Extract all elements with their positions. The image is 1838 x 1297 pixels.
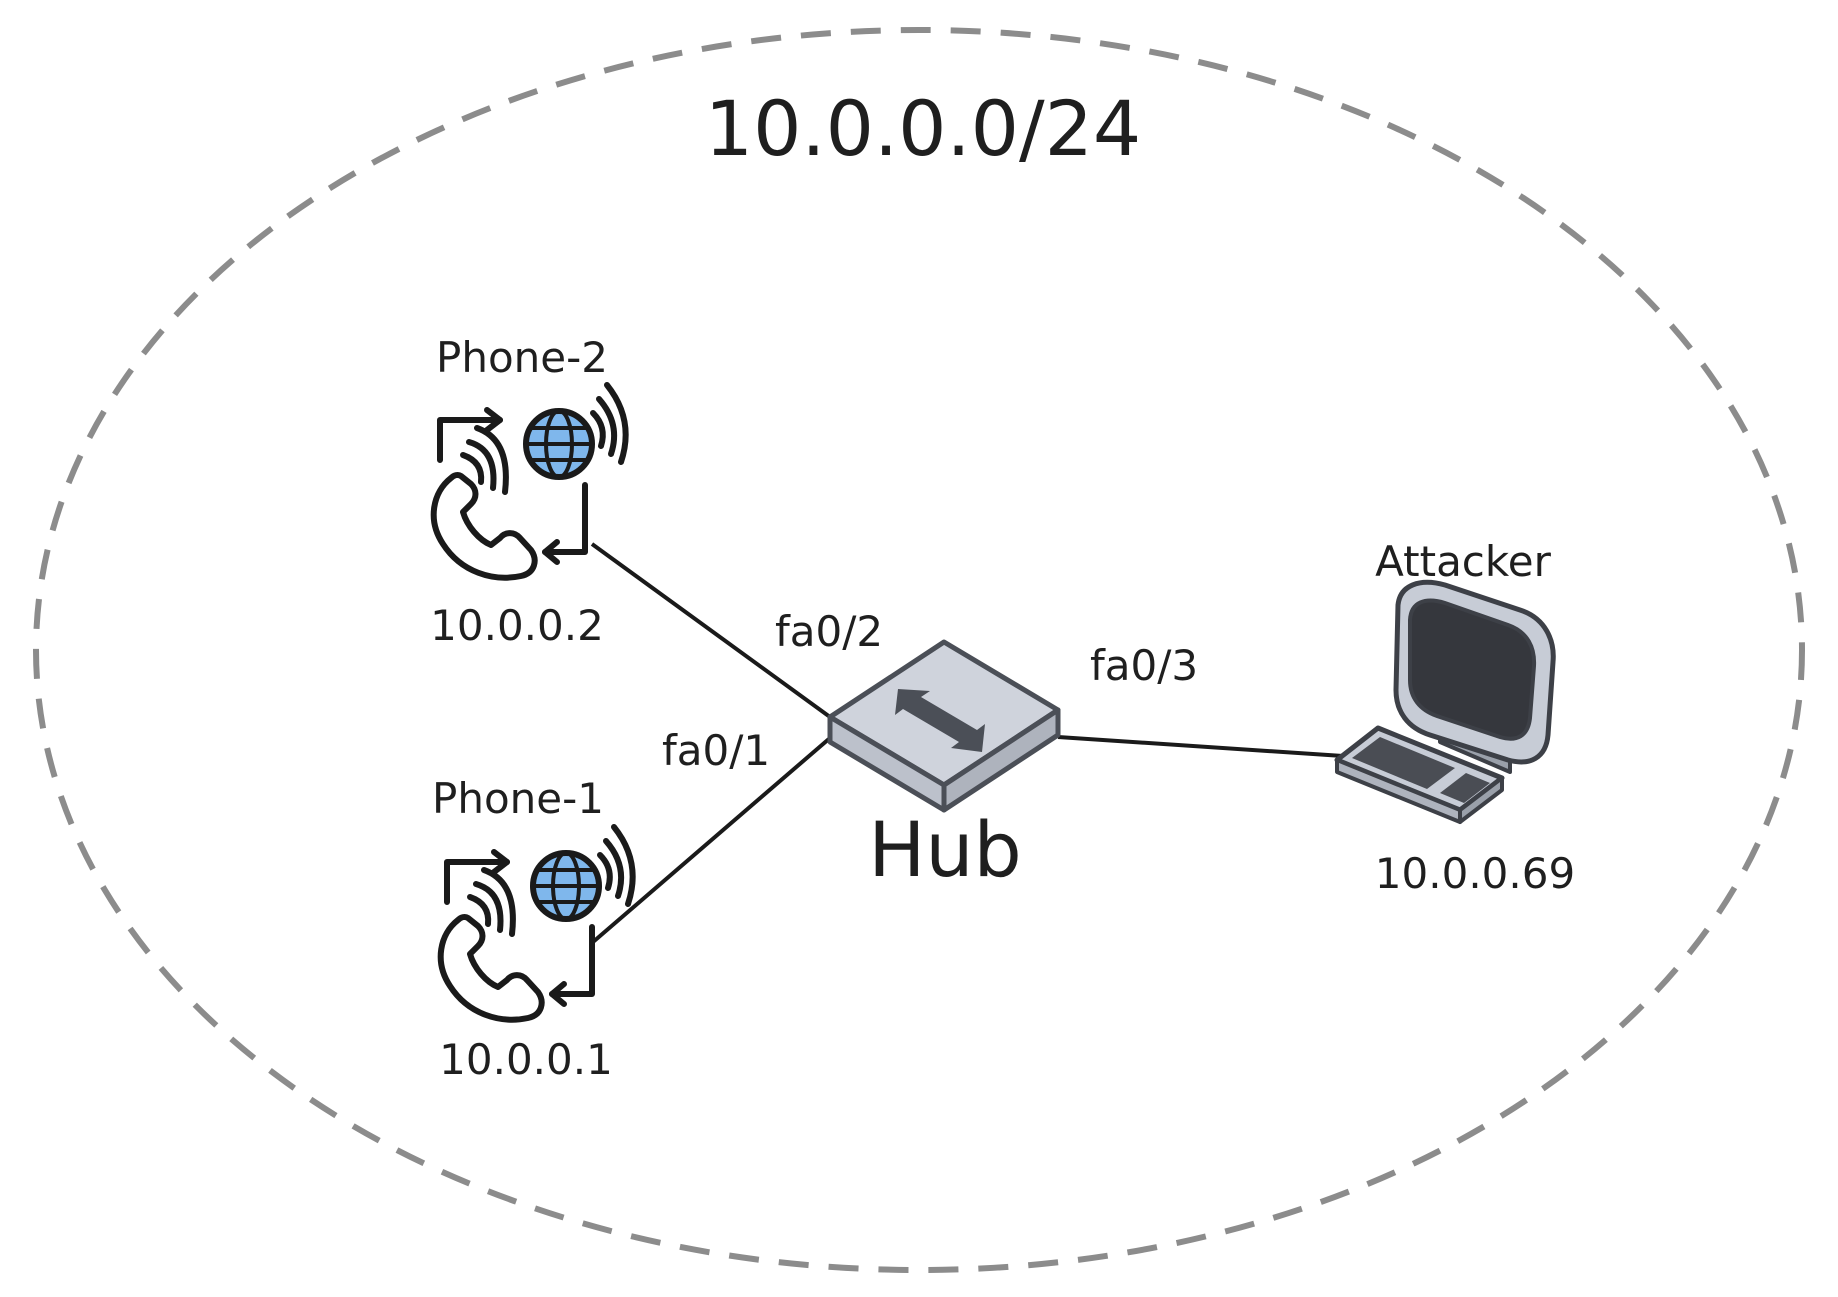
attacker-ip: 10.0.0.69 [1375, 849, 1575, 898]
attacker-name: Attacker [1375, 537, 1551, 586]
handset-icon [430, 471, 538, 581]
subnet-boundary [33, 27, 1805, 1273]
keyboard-keys [1352, 737, 1455, 789]
hub-right-face [941, 707, 1061, 813]
links [590, 542, 1344, 944]
keyboard-numpad [1440, 773, 1490, 803]
port-label-fa0-2: fa0/2 [775, 607, 883, 656]
link-hub-phone2 [590, 542, 832, 719]
globe-icon [530, 850, 602, 922]
port-label-fa0-1: fa0/1 [662, 726, 770, 775]
voip-phone-icon[interactable] [430, 382, 629, 581]
phone1-ip: 10.0.0.1 [439, 1035, 613, 1084]
hub-label: Hub [868, 805, 1022, 894]
hub-icon[interactable] [827, 639, 1061, 813]
port-label-fa0-3: fa0/3 [1090, 641, 1198, 690]
keyboard-side-right [1458, 776, 1504, 824]
phone2-ip: 10.0.0.2 [430, 601, 604, 650]
phone2-name: Phone-2 [436, 333, 608, 382]
subnet-label: 10.0.0.0/24 [705, 84, 1142, 173]
link-hub-attacker [1057, 735, 1344, 758]
voip-phone-icon[interactable] [437, 824, 636, 1023]
bidirectional-arrow-icon [895, 689, 985, 752]
monitor-screen [1408, 598, 1537, 741]
phone1-name: Phone-1 [432, 774, 604, 823]
link-hub-phone1 [591, 736, 832, 944]
handset-icon [437, 913, 545, 1023]
globe-icon [523, 408, 595, 480]
workstation-icon[interactable] [1334, 579, 1556, 824]
